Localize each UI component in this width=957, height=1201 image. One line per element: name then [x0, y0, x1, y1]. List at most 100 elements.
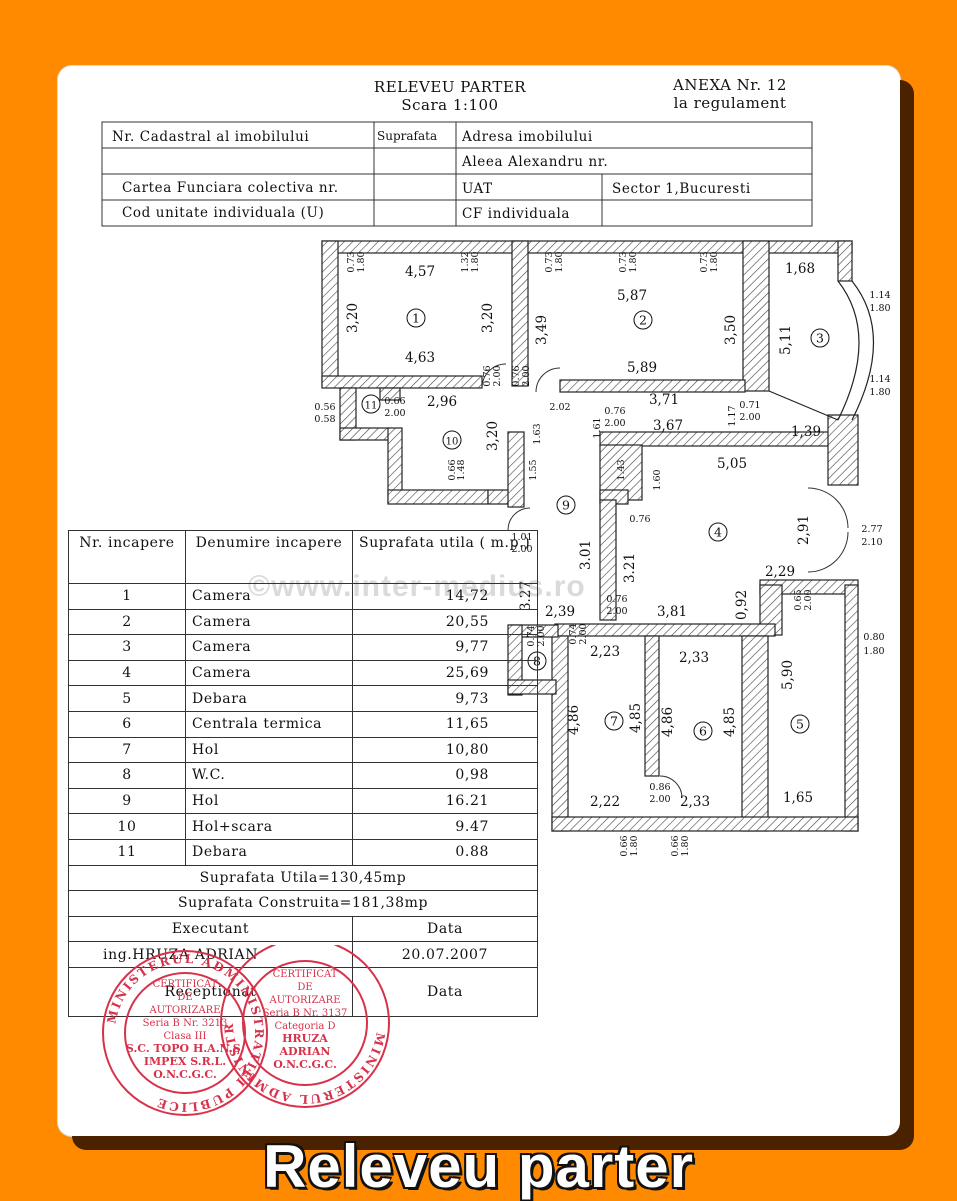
info-table-grid [101, 121, 813, 227]
plan-dimension-label: 2,22 [590, 794, 620, 810]
plan-dimension-label: 0.73 [544, 251, 555, 272]
stamp-line: HRUZA [282, 1032, 328, 1045]
room-name-cell: Debara [185, 838, 353, 866]
room-number-label: 5 [796, 717, 804, 732]
plan-dimension-label: 4,85 [628, 703, 644, 733]
plan-dimension-label: 1.80 [356, 251, 367, 272]
room-number-label: 4 [714, 525, 722, 540]
plan-dimension-label: 3,20 [485, 421, 501, 451]
stamps: MINISTERUL ADMINISTRATIEI PUBLICE MINIST… [100, 945, 390, 1116]
plan-dimension-label: 2,33 [679, 650, 709, 666]
plan-dimension-label: 1.80 [869, 387, 890, 398]
stamp-line: CERTIFICAT [273, 969, 338, 980]
plan-dimension-label: 3,50 [723, 315, 739, 345]
stamp-line: O.N.C.G.C. [153, 1068, 217, 1081]
room-nr-cell: 3 [68, 634, 186, 661]
stamp-line: Clasa III [164, 1031, 207, 1042]
plan-dimension-label: 2.00 [649, 794, 670, 805]
plan-dimension-label: 1.14 [869, 290, 890, 301]
scale-text: Scara 1:100 [401, 96, 499, 114]
plan-dimension-label: 4,57 [405, 264, 435, 280]
plan-dimension-label: 5,89 [627, 360, 657, 376]
rooms-table: Nr. incapere Denumire incapere Suprafata… [68, 530, 538, 1017]
stamp-line: ADRIAN [279, 1045, 331, 1058]
annex-sub-text: la regulament [673, 94, 787, 112]
plan-dimension-label: 0.66 [670, 835, 681, 856]
title-text: RELEVEU PARTER [373, 78, 527, 96]
stamp-line: AUTORIZARE [149, 1005, 221, 1016]
room-nr-cell: 8 [68, 762, 186, 789]
plan-dimension-label: 2.00 [604, 418, 625, 429]
plan-dimension-label: 3.01 [578, 540, 594, 570]
rooms-table-header: Nr. incapere Denumire incapere Suprafata… [68, 530, 538, 584]
plan-dimension-label: 3,67 [653, 418, 683, 434]
room-area-cell: 0.88 [352, 838, 538, 866]
col-nr-header: Nr. incapere [68, 530, 186, 584]
plan-dimension-label: 2.00 [739, 412, 760, 423]
plan-dimension-label: 4,86 [660, 707, 676, 737]
room-number-circle [633, 310, 653, 330]
plan-dimension-label: 3,20 [480, 303, 496, 333]
plan-dimension-label: 2,23 [590, 644, 620, 660]
bay-window [768, 280, 874, 421]
room-nr-cell: 1 [68, 583, 186, 610]
plan-dimension-label: 1.80 [554, 251, 565, 272]
plan-dimension-label: 5,05 [717, 456, 747, 472]
cf-label: CF individuala [462, 206, 571, 222]
plan-dimension-label: 1,39 [791, 424, 821, 440]
plan-dimension-label: 0.71 [739, 400, 760, 411]
plan-dimension-label: 2.00 [606, 606, 627, 617]
plan-dimension-label: 0.56 [314, 402, 335, 413]
room-number-label: 3 [816, 331, 824, 346]
room-number-circle [406, 308, 426, 328]
plan-dimension-label: 1.80 [680, 835, 691, 856]
room-name-cell: Debara [185, 685, 353, 712]
plan-dimension-label: 4,63 [405, 350, 435, 366]
suprafata-utila: Suprafata Utila=130,45mp [68, 864, 538, 892]
plan-dimension-label: 0.76 [606, 594, 627, 605]
data-label: Data [352, 915, 538, 943]
executant-date: 20.07.2007 [352, 941, 538, 968]
room-name-cell: Hol [185, 736, 353, 764]
plan-dimension-label: 2,96 [427, 394, 457, 410]
stamp-line: DE [177, 992, 192, 1003]
plan-dimension-label: 0.73 [618, 251, 629, 272]
plan-dimension-label: 1.14 [869, 374, 890, 385]
room-number-label: 7 [610, 714, 618, 729]
room-area-cell: 25,69 [352, 659, 538, 687]
room-number-label: 1 [412, 311, 420, 326]
plan-dimension-label: 0.66 [384, 396, 405, 407]
room-name-cell: Hol+scara [185, 813, 353, 840]
plan-dimension-label: 4,86 [566, 705, 582, 735]
plan-dimension-label: 4,85 [722, 707, 738, 737]
plan-dimension-label: 1.48 [456, 459, 467, 480]
address-value: Aleea Alexandru nr. [462, 154, 609, 170]
room-number-label: 11 [365, 401, 378, 412]
room-name-cell: Camera [185, 659, 353, 687]
room-area-cell: 16.21 [352, 787, 538, 815]
plan-dimension-label: 2,91 [796, 515, 812, 545]
room-name-cell: Centrala termica [185, 710, 353, 738]
room-area-cell: 14,72 [352, 583, 538, 610]
room-number-circle [810, 328, 830, 348]
plan-dimension-label: 0.76 [629, 514, 650, 525]
plan-dimension-label: 2.00 [492, 365, 503, 386]
room-number-circle [556, 495, 576, 515]
plan-dimension-label: 1.60 [652, 469, 663, 490]
room-nr-cell: 5 [68, 685, 186, 712]
room-number-circle [604, 711, 624, 731]
plan-dimension-label: 2.00 [384, 408, 405, 419]
plan-dimension-label: 0.80 [863, 632, 884, 643]
plan-dimension-label: 1.80 [863, 646, 884, 657]
room-number-label: 10 [446, 437, 459, 448]
plan-dimension-label: 5,11 [778, 325, 794, 355]
plan-dimension-label: 0.66 [447, 459, 458, 480]
stamp-line: CERTIFICAT [153, 979, 218, 990]
plan-dimension-label: 3,71 [649, 392, 679, 408]
room-name-cell: Camera [185, 608, 353, 636]
